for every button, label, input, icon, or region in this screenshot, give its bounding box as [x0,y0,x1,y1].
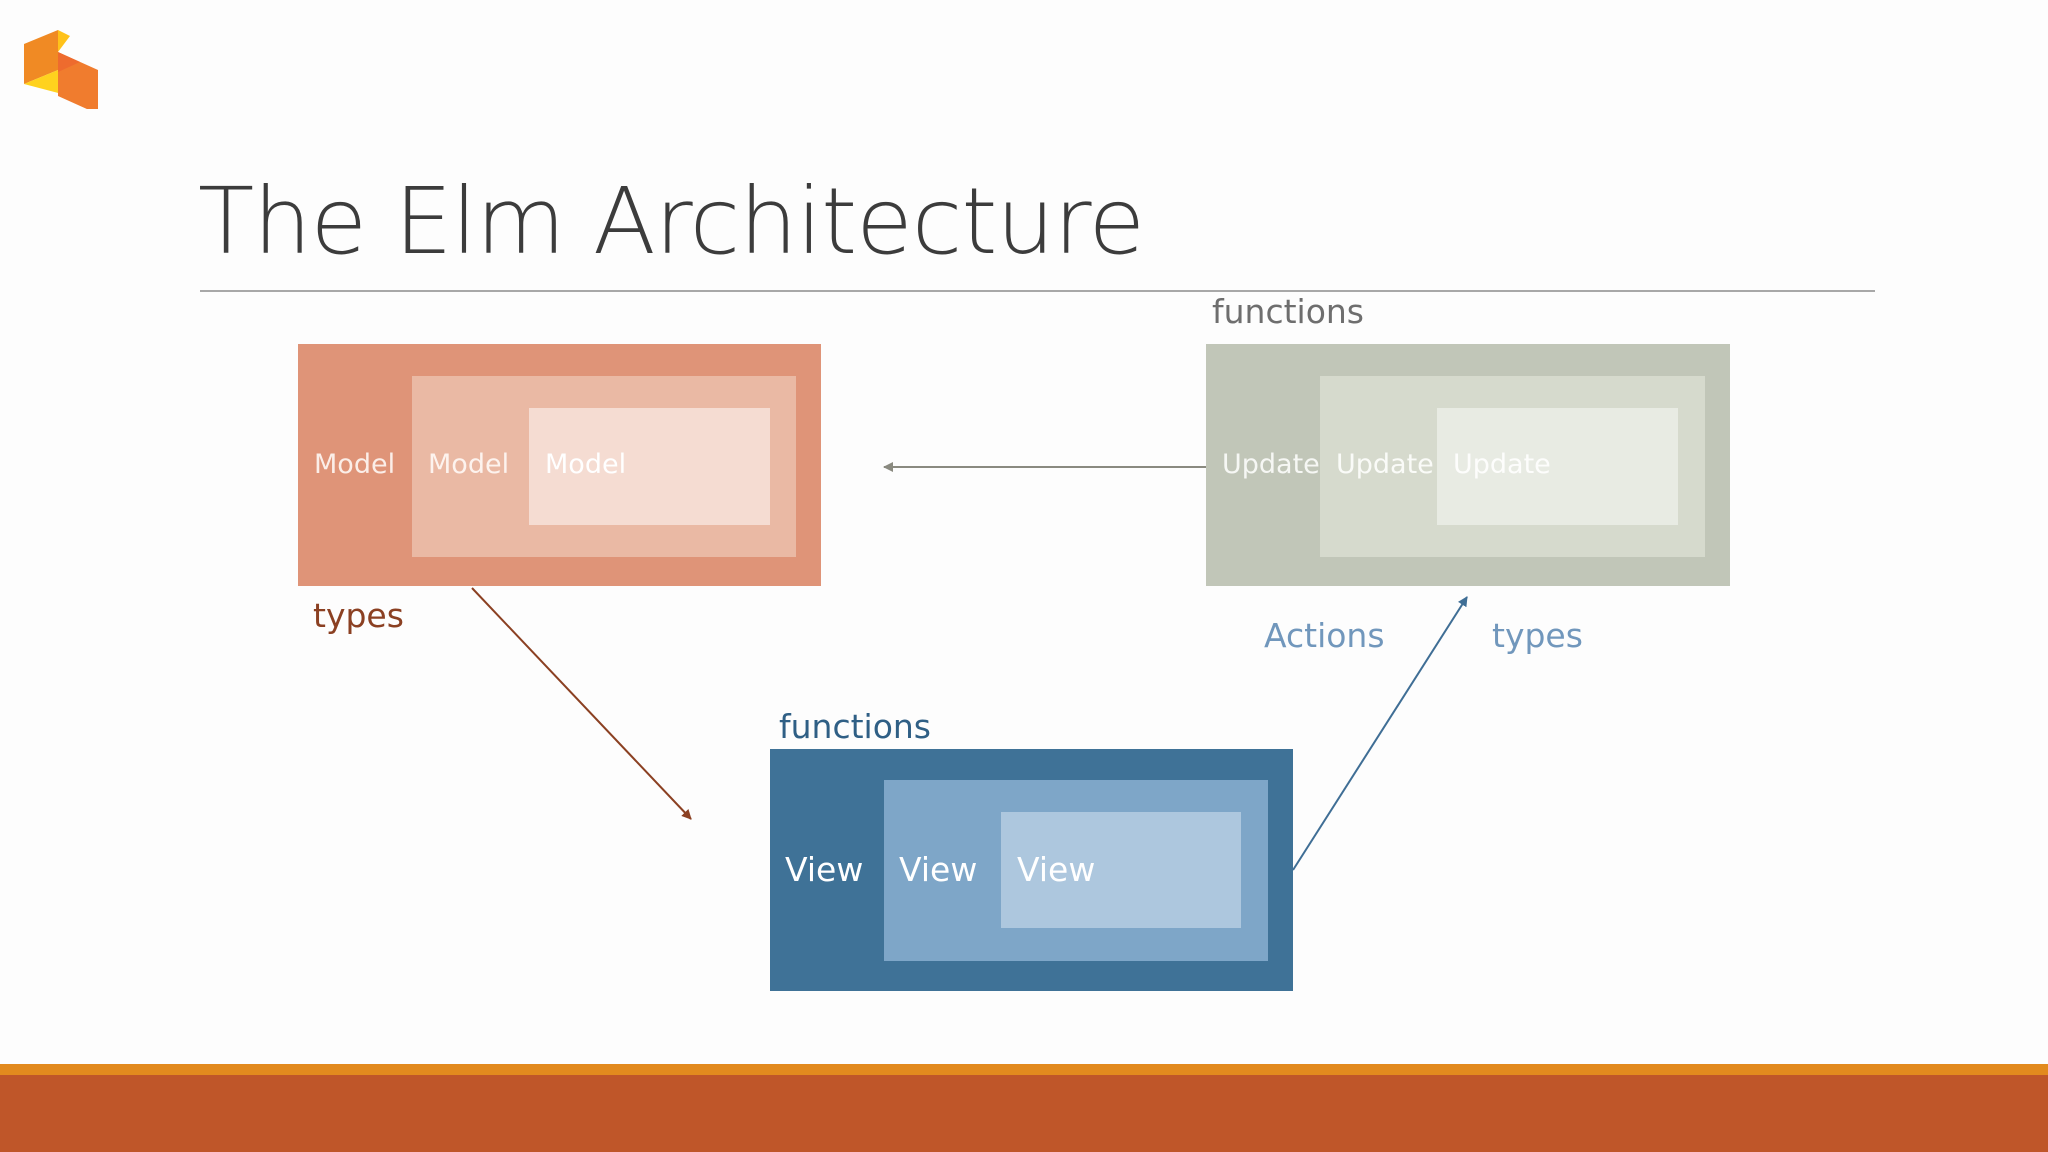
title-divider [200,290,1875,292]
view-label-middle: View [899,850,978,889]
model-label-middle: Model [428,449,510,480]
logo-icon [24,30,98,109]
view-box-inner [1001,812,1241,928]
model-box-inner [529,408,770,525]
update-label-middle: Update [1336,449,1434,480]
update-label-inner: Update [1453,449,1551,480]
footer-bar [0,1075,2048,1152]
update-caption-functions: functions [1212,292,1364,331]
view-caption-functions: functions [779,707,931,746]
model-label-inner: Model [545,449,627,480]
update-caption-actions: Actions [1264,616,1385,655]
footer-accent-stripe [0,1064,2048,1075]
slide-title: The Elm Architecture [198,168,1145,275]
view-label-outer: View [785,850,864,889]
model-caption-types: types [313,596,404,635]
update-label-outer: Update [1222,449,1320,480]
arrow-model-to-view [471,587,692,820]
update-caption-types: types [1492,616,1583,655]
view-label-inner: View [1017,850,1096,889]
model-label-outer: Model [314,449,396,480]
update-box-inner [1437,408,1678,525]
